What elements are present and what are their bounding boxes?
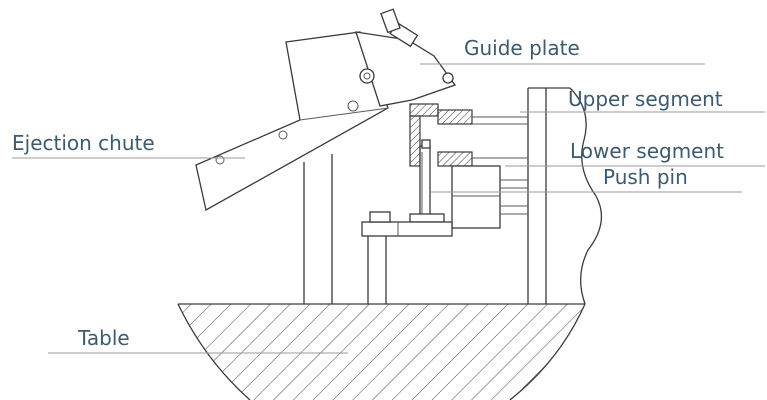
lower-segment — [437, 151, 528, 167]
label-guide-plate: Guide plate — [464, 36, 580, 60]
guide-plate — [355, 8, 457, 107]
label-table: Table — [77, 326, 130, 350]
label-push-pin: Push pin — [603, 165, 688, 189]
label-lower-segment: Lower segment — [570, 139, 724, 163]
frame-body — [527, 87, 603, 305]
push-pin — [409, 139, 445, 223]
upper-segment — [409, 103, 528, 167]
guide-block — [451, 165, 528, 229]
label-upper-segment: Upper segment — [568, 87, 723, 111]
base-block — [361, 211, 453, 304]
table — [177, 303, 586, 400]
ejection-chute — [195, 31, 389, 211]
chute-screw-3 — [347, 100, 359, 112]
leader-lines — [12, 63, 765, 354]
chute-screw-1 — [215, 155, 225, 165]
label-ejection-chute: Ejection chute — [12, 131, 155, 155]
base-nut — [369, 211, 391, 223]
chute-support-post — [303, 154, 333, 304]
guide-plate-pin — [442, 72, 454, 84]
adjusting-screw — [380, 8, 401, 34]
chute-screw-2 — [278, 130, 288, 140]
guide-plate-bolt — [359, 68, 375, 84]
